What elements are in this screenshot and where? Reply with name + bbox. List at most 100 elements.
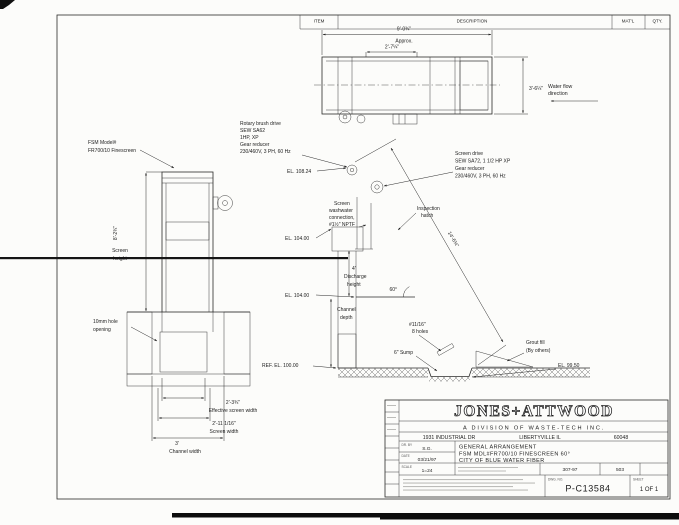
channel-floor-slab bbox=[126, 373, 251, 387]
channel-width-label: Channel width bbox=[169, 449, 201, 455]
svg-text:washwater: washwater bbox=[329, 208, 353, 214]
svg-text:Screen drive: Screen drive bbox=[455, 151, 483, 157]
plan-drive-2 bbox=[356, 114, 366, 124]
el-top: EL. 108.24 bbox=[287, 169, 311, 175]
drawing-title-3: CITY OF BLUE WATER FIBER bbox=[459, 458, 545, 464]
channel-wall-right bbox=[223, 311, 251, 375]
company-logo: JONES+ATTWOOD bbox=[454, 403, 614, 420]
parts-col-description: DESCRIPTION bbox=[457, 19, 488, 24]
screen-height-label-1: Screen bbox=[112, 248, 128, 254]
grout-label-2: (By others) bbox=[526, 348, 551, 354]
parts-col-matl: MAT'L bbox=[622, 19, 635, 24]
plan-dim-approx: Approx. bbox=[395, 39, 412, 45]
plan-dim-overall: 9'-0¾" bbox=[397, 27, 411, 33]
date-value: 03/21/97 bbox=[418, 457, 437, 463]
label-sheet: SHEET bbox=[633, 478, 644, 482]
svg-text:230/460V, 3 PH, 60 Hz: 230/460V, 3 PH, 60 Hz bbox=[455, 174, 506, 180]
label-dwg-no: DWG. NO. bbox=[548, 478, 563, 482]
svg-text:1HP, XP: 1HP, XP bbox=[240, 135, 259, 141]
label-scale: SCALE bbox=[402, 465, 412, 469]
corner-blob bbox=[0, 0, 15, 9]
model-label-2: FR700/10 Finescreen bbox=[88, 148, 136, 154]
eff-width-label: Effective screen width bbox=[209, 408, 258, 414]
plan-dim-discharge: 2'-7¼" bbox=[385, 45, 399, 51]
rotary-brush-drive-unit bbox=[346, 164, 358, 176]
svg-text:Screen: Screen bbox=[334, 201, 350, 207]
svg-text:Gear reducer: Gear reducer bbox=[240, 142, 270, 148]
scan-line bbox=[0, 257, 348, 260]
deck-slab bbox=[331, 226, 364, 252]
drawn-by-value: S.G. bbox=[422, 446, 432, 452]
discharge-label-2: height bbox=[347, 282, 361, 288]
plan-dim-width: 3'-6¼" bbox=[529, 86, 543, 92]
company-division: A DIVISION OF WASTE-TECH INC. bbox=[463, 426, 605, 432]
washwater-label: Screen washwater connection, #1½" NPTF bbox=[329, 201, 367, 228]
water-flow-label-1: Water flow bbox=[548, 84, 573, 90]
eff-width-dim: 2'-3¾" bbox=[226, 400, 240, 406]
inspection-label-1: Inspection bbox=[417, 206, 440, 212]
angle-arc bbox=[403, 286, 410, 298]
anchor-bracket bbox=[436, 343, 455, 356]
channel-depth-label-1: Channel bbox=[337, 307, 356, 313]
model-label-1: FSM Model# bbox=[88, 140, 117, 146]
front-drive-motor bbox=[217, 195, 233, 211]
svg-text:connection,: connection, bbox=[329, 215, 355, 221]
sump-label: 6" Sump bbox=[394, 350, 413, 356]
parts-col-qty: QTY. bbox=[653, 19, 663, 24]
parts-col-item: ITEM bbox=[314, 19, 325, 24]
drawing-number: P-C13584 bbox=[565, 484, 610, 494]
label-date: DATE bbox=[402, 454, 410, 458]
screen-length-dim: 14'-6¾" bbox=[446, 231, 460, 249]
channel-width-dim: 3' bbox=[175, 441, 179, 447]
water-flow-label-2: direction bbox=[548, 91, 568, 97]
title-block: JONES+ATTWOOD A DIVISION OF WASTE-TECH I… bbox=[384, 399, 669, 498]
parts-table: ITEM DESCRIPTION MAT'L QTY. bbox=[299, 15, 670, 30]
screen-drive-label: Screen drive SEW SA72, 1 1/2 HP XP Gear … bbox=[383, 151, 511, 187]
holes-label-2: 8 holes bbox=[412, 329, 429, 335]
front-view: FSM Model# FR700/10 Finescreen 8'-2¾" Sc… bbox=[88, 140, 257, 455]
ref-el: REF. EL. 100.00 bbox=[262, 363, 299, 369]
holes-label-1: #11/16" bbox=[409, 322, 426, 328]
bottom-strip-2 bbox=[380, 516, 679, 520]
side-view: 60° 14'-6¾" Rotary brush drive SEW SA62 … bbox=[240, 121, 590, 382]
company-zip: 60048 bbox=[614, 435, 629, 441]
company-city: LIBERTYVILLE IL bbox=[519, 435, 561, 441]
screen-drive-unit bbox=[370, 180, 384, 194]
bottom-strip bbox=[172, 513, 679, 518]
screen-height-dim: 8'-2¾" bbox=[113, 226, 119, 240]
hole-opening-label-2: opening bbox=[93, 327, 111, 333]
svg-text:SEW SA72, 1 1/2 HP XP: SEW SA72, 1 1/2 HP XP bbox=[455, 159, 511, 165]
front-screen-band bbox=[165, 221, 210, 241]
channel-depth-label-2: depth bbox=[340, 315, 353, 321]
el-ground: EL. 104.00 bbox=[285, 293, 309, 299]
channel-wall-left bbox=[126, 311, 153, 375]
svg-text:Gear reducer: Gear reducer bbox=[455, 166, 485, 172]
el-sump: EL. 99.50 bbox=[558, 363, 580, 369]
front-screen-lower bbox=[159, 331, 208, 373]
svg-text:Rotary brush drive: Rotary brush drive bbox=[240, 121, 281, 127]
discharge-label-1: Discharge bbox=[344, 274, 367, 280]
channel-wall-section bbox=[337, 333, 357, 369]
svg-text:230/460V, 3 PH, 60 Hz: 230/460V, 3 PH, 60 Hz bbox=[240, 149, 291, 155]
company-address: 1931 INDUSTRIAL DR bbox=[423, 435, 476, 441]
hole-opening-label-1: 10mm hole bbox=[93, 319, 118, 325]
plan-brush-drive bbox=[338, 110, 352, 124]
grout-label-1: Grout fill bbox=[526, 340, 545, 346]
svg-text:SEW SA62: SEW SA62 bbox=[240, 128, 265, 134]
plan-screen-hatch bbox=[459, 60, 489, 111]
rotary-brush-drive-label: Rotary brush drive SEW SA62 1HP, XP Gear… bbox=[240, 121, 348, 168]
drawing-title-2: FSM MDL#FR700/10 FINESCREEN 60° bbox=[459, 452, 570, 458]
scale-value: 1=24 bbox=[422, 468, 433, 474]
discharge-dim: 4' bbox=[352, 266, 356, 272]
drawing-title-1: GENERAL ARRANGEMENT bbox=[459, 445, 537, 451]
ref-number: 503 bbox=[616, 467, 624, 473]
svg-text:#1½" NPTF: #1½" NPTF bbox=[329, 221, 355, 228]
inspection-label-2: hatch bbox=[421, 213, 433, 219]
plan-view: 9'-0¾" Approx. 2'-7¼" 3'-6¼" Water flow … bbox=[314, 27, 598, 125]
job-number: 307-97 bbox=[563, 467, 578, 473]
label-drawn-by: DR. BY bbox=[402, 443, 414, 447]
grout-fill bbox=[475, 350, 534, 368]
